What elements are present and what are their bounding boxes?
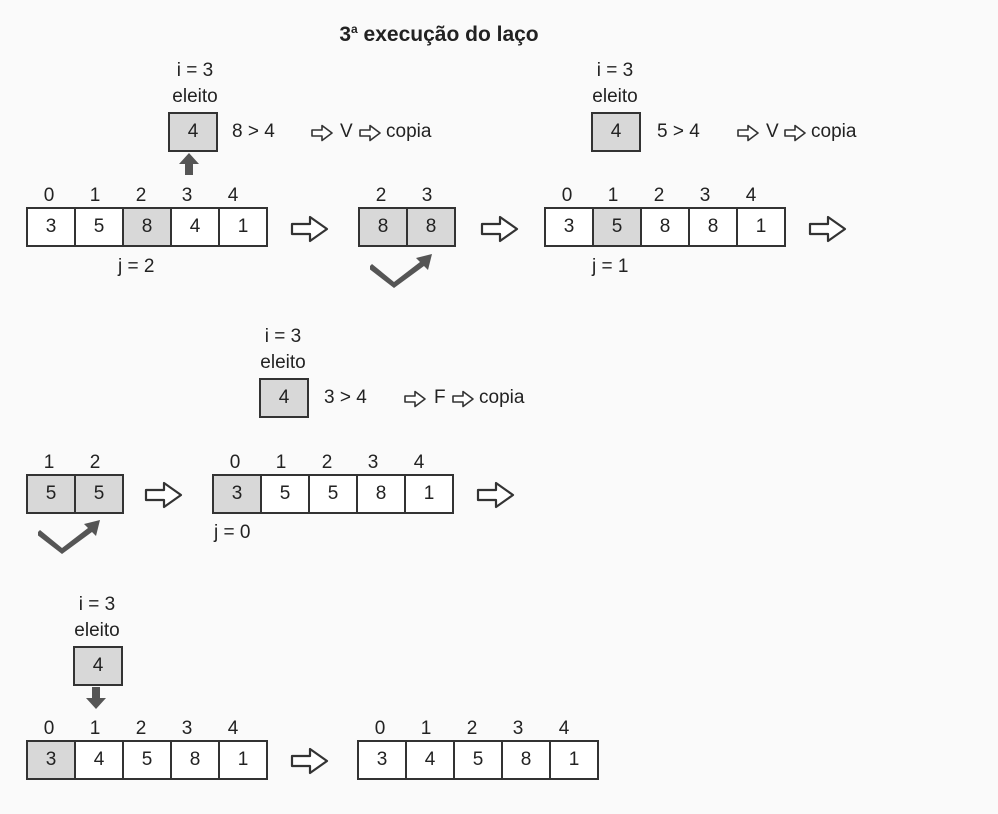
array-cell: 3 [26,740,76,780]
array-cell: 5 [260,474,310,514]
comparison: 5 > 4 [657,121,700,142]
eleito-label: eleito [260,352,306,373]
array-cell: 8 [688,207,738,247]
right-arrow-icon [476,480,516,510]
array-cell: 8 [501,740,551,780]
array-cell: 1 [404,474,454,514]
i-label: i = 3 [176,60,214,81]
array-cell: 1 [218,740,268,780]
result: V [340,121,353,142]
eleito-box: 4 [259,378,309,418]
array: 3 4 5 8 1 [26,740,268,780]
array-cell: 5 [74,207,124,247]
right-arrow-icon [290,746,330,776]
eleito-label: eleito [592,86,638,107]
array-cell: 8 [170,740,220,780]
array: 8 8 [358,207,456,247]
j-label: j = 2 [118,256,155,277]
array-cell: 3 [212,474,262,514]
page-title: 3a execução do laço [339,22,539,46]
array: 3 4 5 8 1 [357,740,599,780]
array-cell: 3 [26,207,76,247]
i-label: i = 3 [78,594,116,615]
array-cell: 4 [170,207,220,247]
array-cell: 5 [26,474,76,514]
array-cell: 4 [74,740,124,780]
array-cell: 5 [453,740,503,780]
array-cell: 5 [592,207,642,247]
array-cell: 8 [358,207,408,247]
array-cell: 8 [406,207,456,247]
small-arrow-icon [736,124,760,142]
result: F [434,387,446,408]
array-cell: 4 [405,740,455,780]
eleito-label: eleito [74,620,120,641]
array: 3 5 8 4 1 [26,207,268,247]
array-cell: 1 [549,740,599,780]
small-arrow-icon [451,390,475,408]
comparison: 3 > 4 [324,387,367,408]
array-cell: 1 [218,207,268,247]
small-arrow-icon [310,124,334,142]
result: V [766,121,779,142]
eleito-box: 4 [73,646,123,686]
array-cell: 8 [122,207,172,247]
down-arrow-icon [86,687,106,709]
eleito-box: 4 [591,112,641,152]
array-cell: 5 [122,740,172,780]
array-cell: 8 [356,474,406,514]
array-cell: 8 [640,207,690,247]
right-arrow-icon [144,480,184,510]
array-cell: 3 [357,740,407,780]
array-cell: 5 [308,474,358,514]
eleito-box: 4 [168,112,218,152]
array: 3 5 8 8 1 [544,207,786,247]
right-arrow-icon [290,214,330,244]
j-label: j = 1 [592,256,629,277]
small-arrow-icon [358,124,382,142]
action: copia [811,121,857,142]
copy-arrow-icon [38,518,102,554]
action: copia [479,387,525,408]
small-arrow-icon [403,390,427,408]
j-label: j = 0 [214,522,251,543]
array-cell: 3 [544,207,594,247]
right-arrow-icon [480,214,520,244]
comparison: 8 > 4 [232,121,275,142]
i-label: i = 3 [264,326,302,347]
up-arrow-icon [179,153,199,175]
array: 5 5 [26,474,124,514]
eleito-label: eleito [172,86,218,107]
array-cell: 5 [74,474,124,514]
i-label: i = 3 [596,60,634,81]
array-cell: 1 [736,207,786,247]
copy-arrow-icon [370,252,434,288]
small-arrow-icon [783,124,807,142]
action: copia [386,121,432,142]
right-arrow-icon [808,214,848,244]
array: 3 5 5 8 1 [212,474,454,514]
